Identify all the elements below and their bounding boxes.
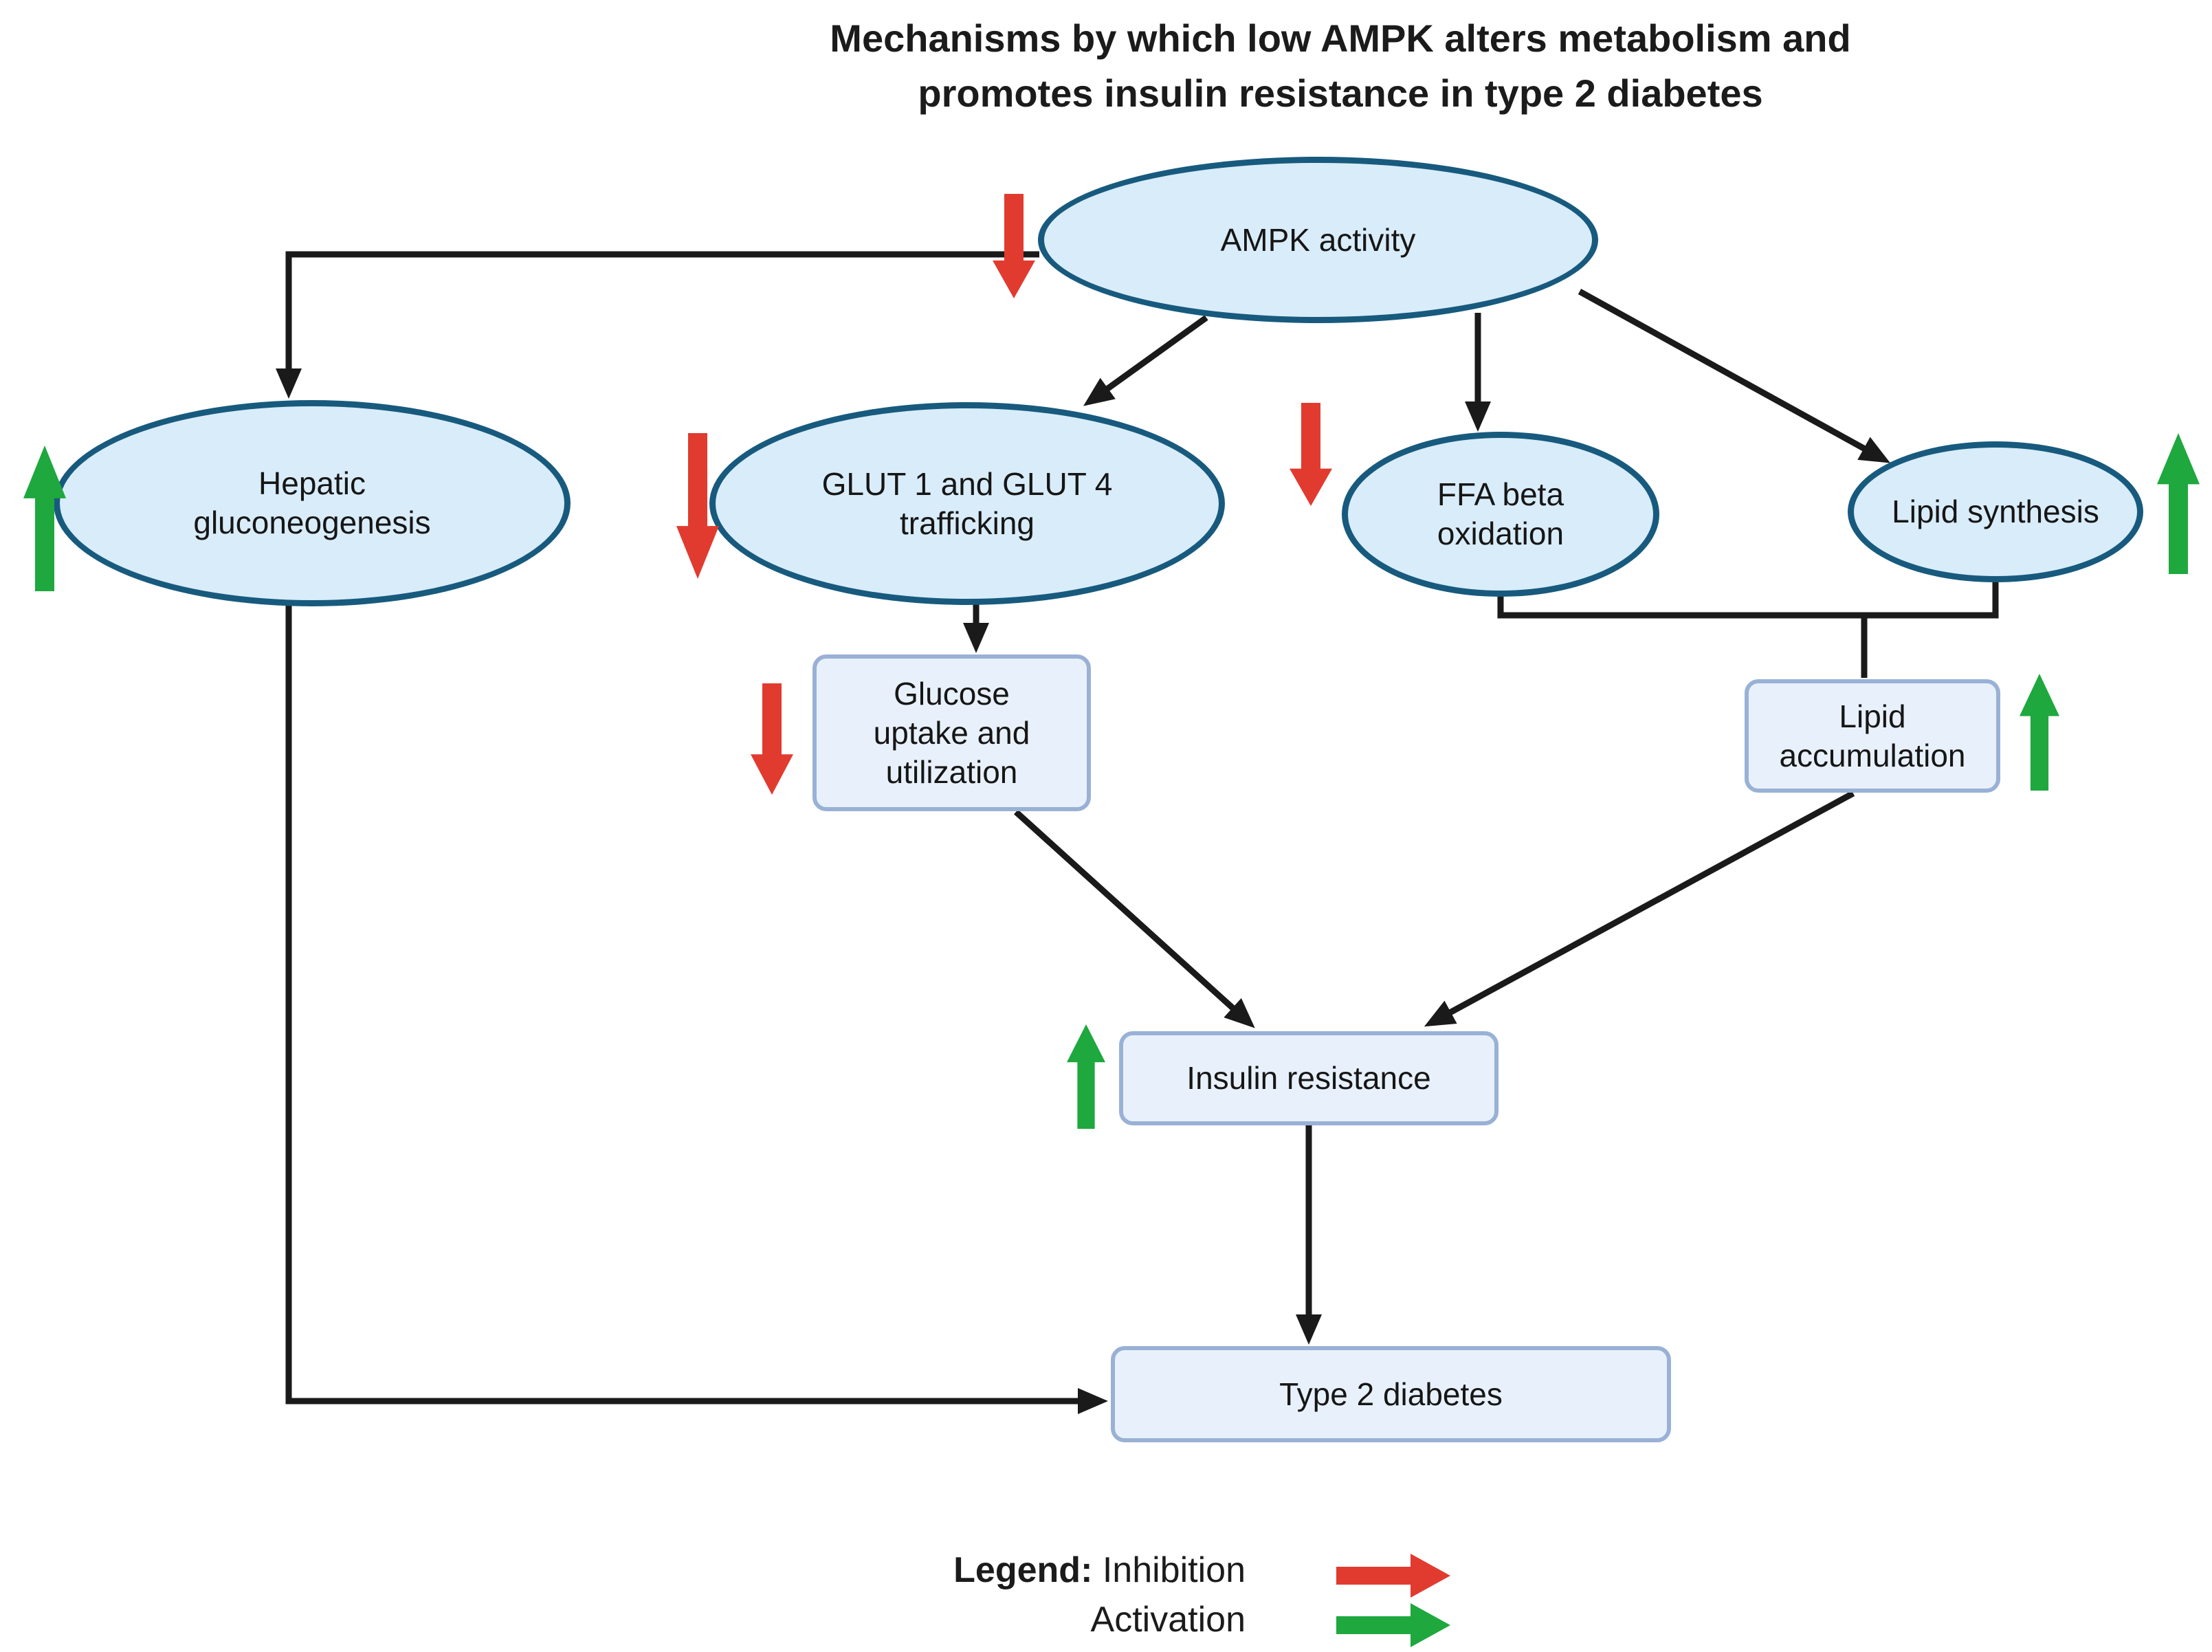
legend-inhibition-row: Legend: Inhibition (825, 1545, 1246, 1595)
activation-arrow-lipid-synthesis-icon (2157, 433, 2200, 574)
node-label: Hepatic gluconeogenesis (193, 465, 431, 540)
legend-inhibition-arrow-icon (1336, 1554, 1450, 1598)
node-lipid-synthesis: Lipid synthesis (1848, 441, 2143, 582)
node-label: GLUT 1 and GLUT 4 trafficking (821, 465, 1113, 541)
node-lipid-accumulation: Lipid accumulation (1745, 679, 2000, 793)
node-glut-trafficking: GLUT 1 and GLUT 4 trafficking (709, 402, 1225, 605)
activation-arrow-lipid-accumulation-icon (2020, 674, 2059, 791)
node-ampk-activity: AMPK activity (1038, 157, 1598, 323)
legend-activation-label: Activation (1090, 1600, 1246, 1640)
arrow-hepatic-to-type2 (285, 605, 1108, 1414)
arrow-glucose-uptake-to-insulin-resistance (1013, 809, 1255, 1028)
diagram-title: Mechanisms by which low AMPK alters meta… (830, 16, 1851, 115)
inhibition-arrow-ffa-icon (1290, 403, 1332, 506)
arrow-ampk-to-hepatic (276, 251, 1039, 399)
line-ffa-to-lipid-accumulation (1497, 590, 1868, 678)
arrow-ampk-to-lipid-synthesis (1578, 289, 1891, 463)
inhibition-arrow-ampk-icon (993, 194, 1035, 298)
node-type2-diabetes: Type 2 diabetes (1111, 1346, 1671, 1442)
legend-title: Legend: (953, 1550, 1093, 1590)
arrow-ampk-to-glut (1083, 315, 1208, 406)
node-label: Lipid synthesis (1892, 494, 2099, 529)
node-label: Glucose uptake and utilization (873, 675, 1030, 790)
node-label: FFA beta oxidation (1437, 476, 1564, 551)
line-lipid-synthesis-to-lipid-accumulation (1864, 576, 1999, 619)
inhibition-arrow-glut-icon (676, 433, 719, 579)
legend-inhibition-label: Inhibition (1102, 1550, 1246, 1590)
node-label: Type 2 diabetes (1279, 1376, 1503, 1412)
activation-arrow-insulin-resistance-icon (1067, 1024, 1105, 1129)
arrow-lipid-accumulation-to-insulin-resistance (1424, 791, 1855, 1027)
node-label: Insulin resistance (1186, 1060, 1431, 1096)
legend: Legend: Inhibition Activation (825, 1545, 1246, 1644)
node-ffa-beta-oxidation: FFA beta oxidation (1342, 432, 1659, 597)
node-label: AMPK activity (1220, 221, 1416, 258)
node-glucose-uptake: Glucose uptake and utilization (812, 654, 1091, 811)
node-insulin-resistance: Insulin resistance (1119, 1031, 1498, 1125)
activation-arrow-hepatic-icon (23, 445, 66, 591)
legend-activation-row: Activation (825, 1595, 1246, 1644)
node-hepatic-gluconeogenesis: Hepatic gluconeogenesis (54, 400, 571, 606)
node-label: Lipid accumulation (1779, 698, 1966, 773)
legend-activation-arrow-icon (1336, 1603, 1450, 1647)
inhibition-arrow-glucose-uptake-icon (751, 683, 793, 795)
